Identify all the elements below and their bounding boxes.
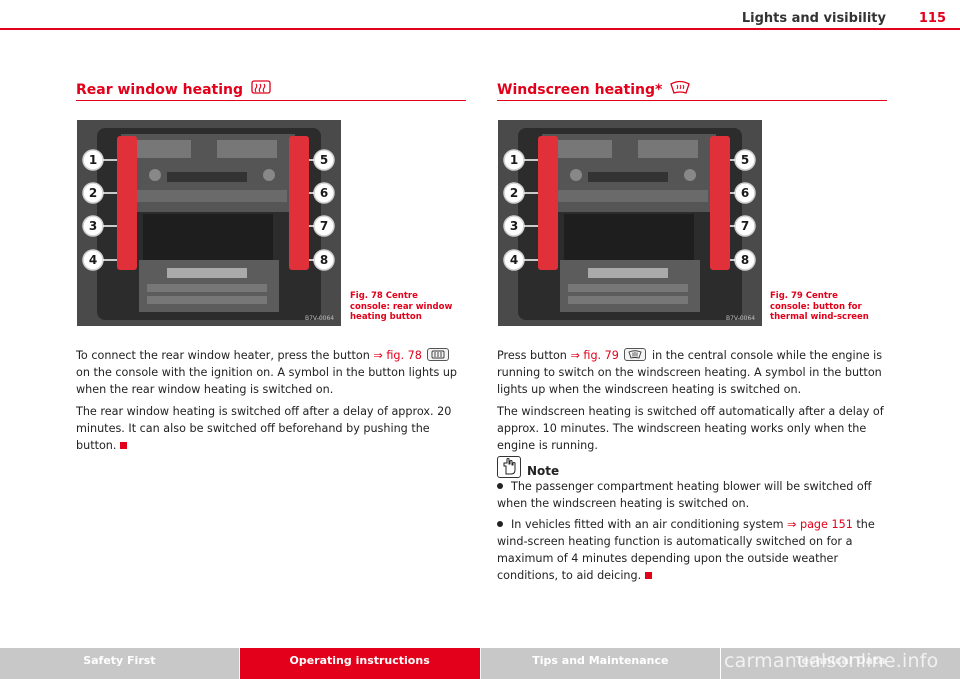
- left-para1-text-b: on the console with the ignition on. A s…: [76, 366, 458, 396]
- callout-6: 6: [741, 186, 749, 200]
- right-paragraph-2: The windscreen heating is switched off a…: [497, 403, 887, 454]
- section-title-text: Windscreen heating*: [497, 82, 663, 98]
- callout-2: 2: [89, 186, 97, 200]
- section-rule-right: [497, 100, 887, 101]
- callout-4: 4: [510, 253, 518, 267]
- centre-console-illustration: 1 2 3 4 5 6 7 8 B7V-0064: [498, 120, 762, 326]
- section-title-windscreen-heating: Windscreen heating*: [497, 80, 690, 98]
- note-label: Note: [527, 464, 560, 478]
- callout-5: 5: [320, 153, 328, 167]
- right-para1-text-b: in the central console while the engine …: [497, 349, 883, 396]
- page-151-link[interactable]: ⇒ page 151: [787, 518, 853, 531]
- callout-6: 6: [320, 186, 328, 200]
- end-marker-icon: [645, 572, 653, 579]
- windscreen-heating-icon: [670, 80, 690, 94]
- callout-1: 1: [510, 153, 518, 167]
- centre-console-illustration: 1 2 3 4 5 6 7 8 B7V-0064: [77, 120, 341, 326]
- bullet-icon: [497, 521, 503, 527]
- page-header-title: Lights and visibility: [741, 11, 886, 26]
- figure-79: 1 2 3 4 5 6 7 8 B7V-0064: [498, 120, 762, 326]
- footer-tab-operating-instructions[interactable]: Operating instructions: [239, 648, 480, 679]
- section-title-rear-window-heating: Rear window heating: [76, 80, 271, 98]
- figure-78-caption: Fig. 78 Centre console: rear window heat…: [350, 291, 453, 322]
- note-heading: Note: [497, 456, 559, 478]
- fig-78-link[interactable]: ⇒ fig. 78: [373, 349, 422, 362]
- note-bullet-1: The passenger compartment heating blower…: [497, 478, 889, 512]
- right-para2-text: The windscreen heating is switched off a…: [497, 405, 884, 452]
- watermark: carmanualsonline.info: [724, 650, 939, 672]
- callout-3: 3: [510, 219, 518, 233]
- figure-79-caption: Fig. 79 Centre console: button for therm…: [770, 291, 869, 322]
- callout-1: 1: [89, 153, 97, 167]
- right-paragraph-1: Press button ⇒ fig. 79 in the central co…: [497, 347, 887, 398]
- end-marker-icon: [120, 442, 128, 449]
- page-number: 115: [918, 11, 946, 26]
- windscreen-heating-icon: [628, 350, 643, 359]
- note-bullet-2-text-a: In vehicles fitted with an air condition…: [511, 518, 788, 531]
- callout-5: 5: [741, 153, 749, 167]
- left-para2-text: The rear window heating is switched off …: [76, 405, 452, 452]
- section-rule-left: [76, 100, 466, 101]
- callout-4: 4: [89, 253, 97, 267]
- callout-8: 8: [741, 253, 749, 267]
- callout-7: 7: [320, 219, 328, 233]
- figure-78: 1 2 3 4 5 6 7 8 B7V-0064: [77, 120, 341, 326]
- header-rule: [0, 28, 960, 30]
- section-title-text: Rear window heating: [76, 82, 244, 98]
- callout-3: 3: [89, 219, 97, 233]
- note-bullet-1-text: The passenger compartment heating blower…: [497, 480, 872, 510]
- rear-window-heating-icon: [431, 350, 445, 359]
- note-hand-icon: [497, 456, 521, 478]
- left-paragraph-2: The rear window heating is switched off …: [76, 403, 466, 454]
- figure-code: B7V-0064: [305, 315, 334, 322]
- footer-tab-technical-data[interactable]: Technical Data: [721, 648, 960, 679]
- callout-7: 7: [741, 219, 749, 233]
- left-paragraph-1: To connect the rear window heater, press…: [76, 347, 466, 398]
- page-header-number-box: 115: [886, 0, 960, 30]
- footer-nav: Safety First Operating instructions Tips…: [0, 648, 960, 679]
- figure-code: B7V-0064: [726, 315, 755, 322]
- note-bullet-2: In vehicles fitted with an air condition…: [497, 516, 889, 584]
- windscreen-button-symbol: [624, 348, 647, 361]
- bullet-icon: [497, 483, 503, 489]
- callout-8: 8: [320, 253, 328, 267]
- footer-tab-safety-first[interactable]: Safety First: [0, 648, 239, 679]
- rear-window-heating-icon: [251, 80, 271, 94]
- fig-79-link[interactable]: ⇒ fig. 79: [570, 349, 619, 362]
- left-para1-text-a: To connect the rear window heater, press…: [76, 349, 374, 362]
- rear-window-button-symbol: [427, 348, 450, 361]
- callout-2: 2: [510, 186, 518, 200]
- footer-tab-tips-maintenance[interactable]: Tips and Maintenance: [480, 648, 721, 679]
- right-para1-text-a: Press button: [497, 349, 571, 362]
- note-bullet-2-text-b: the wind-screen heating function is auto…: [497, 518, 875, 582]
